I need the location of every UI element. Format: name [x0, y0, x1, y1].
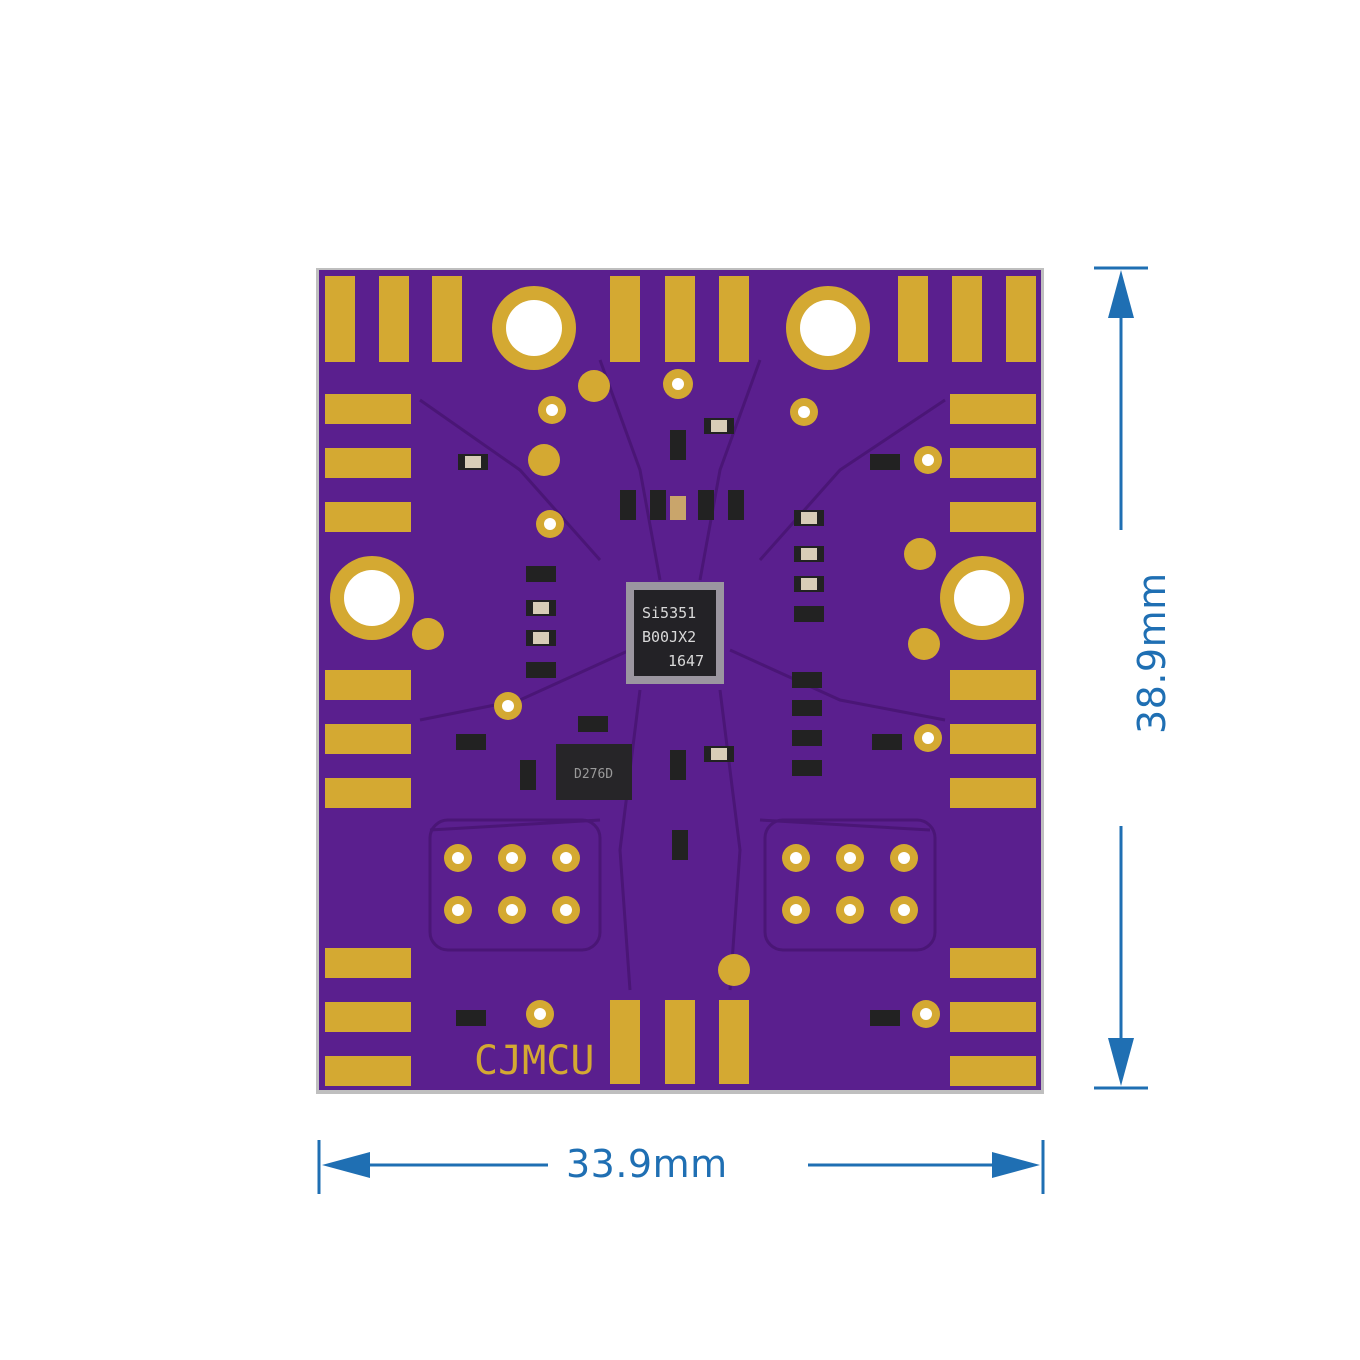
left-edge-pads [325, 394, 411, 1086]
height-dimension-label: 38.9mm [1130, 572, 1174, 734]
si5351-chip: Si5351 B00JX2 1647 [626, 582, 724, 684]
chip-marking-line2: B00JX2 [642, 628, 696, 646]
mounting-holes [330, 286, 1024, 640]
pcb-traces [419, 359, 946, 991]
chip-marking-line1: Si5351 [642, 604, 696, 622]
width-dimension [317, 1140, 1045, 1194]
board-silkscreen-logo: CJMCU [474, 1038, 594, 1084]
pin-header-right [782, 844, 918, 924]
right-edge-pads [950, 394, 1036, 1086]
pin-header-left [444, 844, 580, 924]
vias [412, 369, 942, 1028]
bottom-edge-pads [610, 1000, 749, 1084]
top-edge-pads [325, 276, 1036, 362]
height-dimension [1094, 266, 1148, 1090]
voltage-regulator: D276D [556, 744, 632, 800]
chip-marking-line3: 1647 [668, 652, 704, 670]
smd-components [456, 418, 902, 1026]
width-dimension-label: 33.9mm [566, 1142, 728, 1186]
regulator-marking: D276D [574, 767, 613, 782]
